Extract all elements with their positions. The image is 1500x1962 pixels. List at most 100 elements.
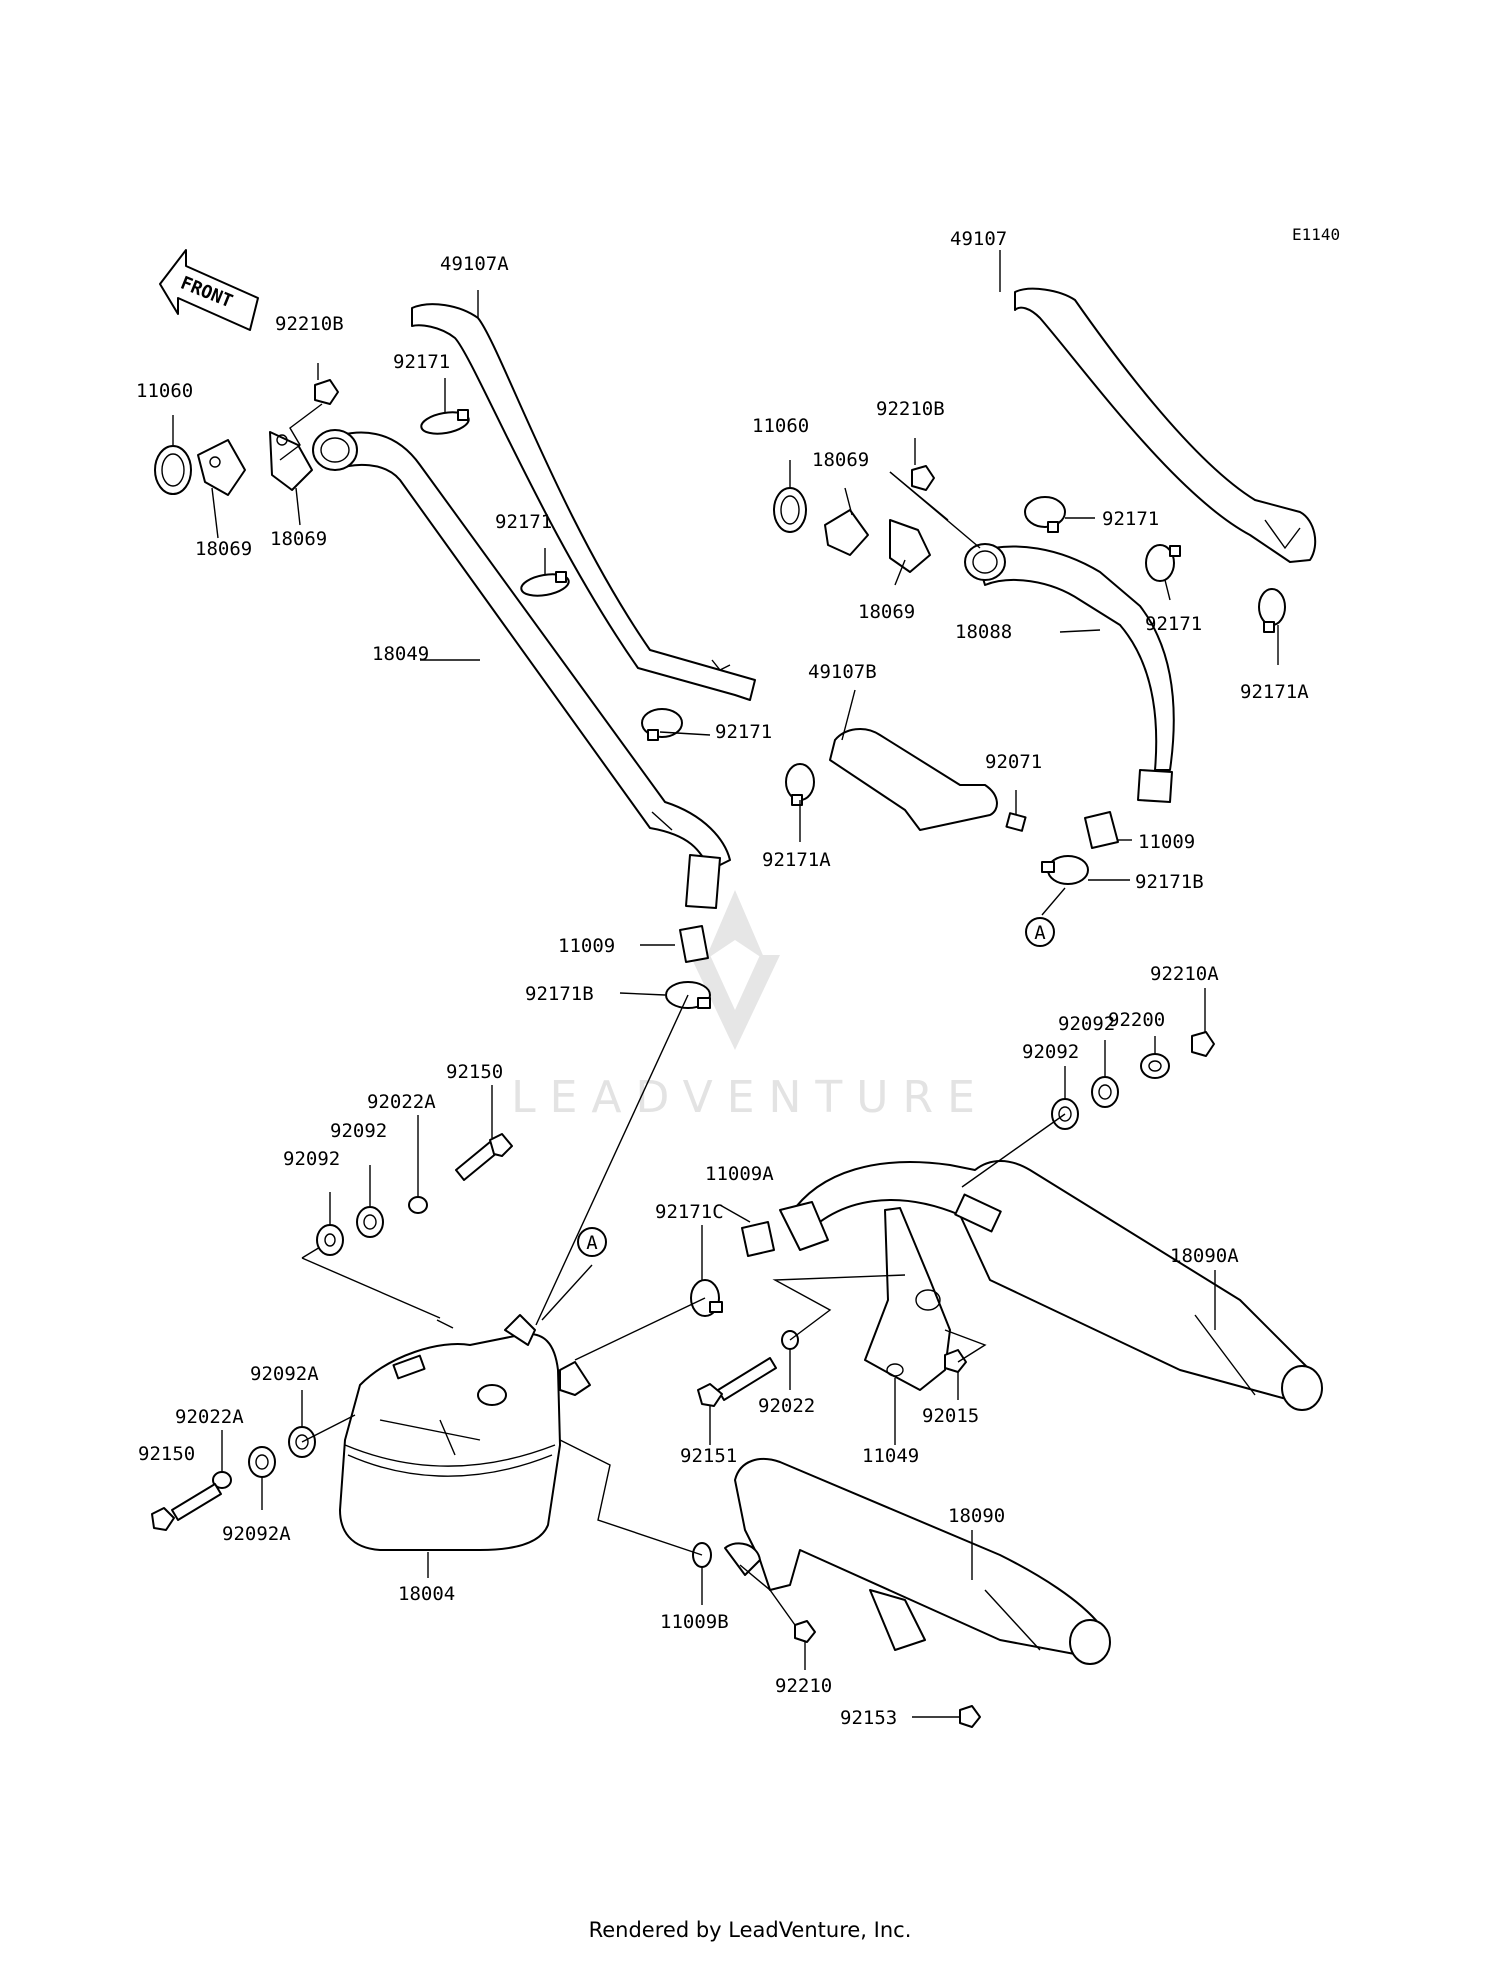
label-18049: 18049 — [372, 643, 429, 665]
flange-18069-left-b — [269, 431, 313, 491]
label-92092-t1: 92092 — [330, 1120, 387, 1142]
footer-credit: Rendered by LeadVenture, Inc. — [588, 1918, 912, 1942]
label-92171-c: 92171 — [715, 721, 772, 743]
label-11009A: 11009A — [705, 1163, 774, 1185]
watermark: LEADVENTURE — [511, 890, 989, 1123]
label-11060-left: 11060 — [136, 380, 193, 402]
label-92150-top: 92150 — [446, 1061, 503, 1083]
label-92092A-b: 92092A — [222, 1523, 291, 1545]
exhaust-pipe-18088 — [964, 543, 1175, 803]
label-11060-right: 11060 — [752, 415, 809, 437]
label-92171B-right: 92171B — [1135, 871, 1204, 893]
gasket-11009A — [741, 1221, 775, 1257]
flange-18069-right-a — [824, 509, 869, 556]
heat-shield-49107B — [829, 728, 998, 831]
label-92015: 92015 — [922, 1405, 979, 1427]
clamp-92171-d — [1024, 496, 1066, 533]
label-92171-e: 92171 — [1145, 613, 1202, 635]
watermark-text: LEADVENTURE — [511, 1072, 989, 1123]
clamp-92171A-b — [785, 763, 815, 806]
label-49107B: 49107B — [808, 661, 877, 683]
label-92151: 92151 — [680, 1445, 737, 1467]
washer-92022A-top — [408, 1196, 428, 1214]
gasket-11009-right — [1084, 811, 1119, 849]
label-92210A: 92210A — [1150, 963, 1219, 985]
watermark-flame-icon — [705, 890, 765, 960]
bolt-92153 — [959, 1705, 981, 1728]
label-49107A: 49107A — [440, 253, 509, 275]
clamp-92171-a — [420, 409, 470, 435]
callout-A-upper-text: A — [1034, 922, 1046, 944]
nut-92210A — [1191, 1031, 1215, 1057]
bolt-92150-bottom — [151, 1483, 222, 1531]
nut-92015 — [944, 1349, 967, 1373]
label-92171-d: 92171 — [1102, 508, 1159, 530]
label-92150-bottom: 92150 — [138, 1443, 195, 1465]
label-92071: 92071 — [985, 751, 1042, 773]
gasket-11009-left — [679, 925, 709, 963]
diagram-code: E1140 — [1292, 225, 1340, 244]
label-92022A-bottom: 92022A — [175, 1406, 244, 1428]
collar-92200 — [1140, 1053, 1170, 1079]
label-92171A-b: 92171A — [762, 849, 831, 871]
bolt-92150-top — [455, 1133, 513, 1181]
label-92200: 92200 — [1108, 1009, 1165, 1031]
label-92171-a: 92171 — [393, 351, 450, 373]
leader-lines — [172, 250, 1279, 1718]
label-92171B-left: 92171B — [525, 983, 594, 1005]
label-18090: 18090 — [948, 1505, 1005, 1527]
label-92022A-top: 92022A — [367, 1091, 436, 1113]
heat-shield-49107A — [411, 303, 756, 701]
part-labels: E1140 49107A 92210B 11060 92171 18069 18… — [136, 225, 1340, 1729]
flange-18069-left-a — [197, 439, 246, 496]
callout-A-upper: A — [1025, 917, 1055, 947]
label-92171-b: 92171 — [495, 511, 552, 533]
label-18069-b: 18069 — [270, 528, 327, 550]
label-18069-d: 18069 — [858, 601, 915, 623]
heat-shield-49107 — [1014, 287, 1317, 563]
flange-18069-right-b — [889, 519, 931, 573]
grommet-92092-t2 — [356, 1206, 384, 1238]
label-92153: 92153 — [840, 1707, 897, 1729]
label-18069-c: 18069 — [812, 449, 869, 471]
muffler-18004 — [339, 1314, 591, 1551]
label-92092-t2: 92092 — [283, 1148, 340, 1170]
callout-A-lower-text: A — [586, 1232, 598, 1254]
watermark-v-icon — [690, 955, 780, 1050]
front-arrow: FRONT — [159, 249, 259, 331]
label-92171C: 92171C — [655, 1201, 724, 1223]
label-92210B-right: 92210B — [876, 398, 945, 420]
label-92092-r2: 92092 — [1022, 1041, 1079, 1063]
gasket-11060-right — [773, 487, 807, 533]
muffler-18090A — [779, 1160, 1323, 1411]
label-11009B: 11009B — [660, 1611, 729, 1633]
label-92092A-a: 92092A — [250, 1363, 319, 1385]
grommet-92092A-b — [248, 1446, 276, 1478]
nut-92210 — [794, 1620, 816, 1643]
gasket-11060-left — [154, 445, 192, 495]
exhaust-pipe-18049 — [312, 429, 731, 909]
grommet-92092-r2 — [1091, 1076, 1119, 1108]
clamp-92171-b — [520, 571, 570, 597]
label-92171A-a: 92171A — [1240, 681, 1309, 703]
label-18088: 18088 — [955, 621, 1012, 643]
callout-A-lower: A — [577, 1227, 607, 1257]
nut-92210B-right — [911, 465, 935, 491]
clamp-92171A-a — [1258, 588, 1286, 633]
clamp-92171-c — [641, 708, 683, 741]
label-18004: 18004 — [398, 1583, 455, 1605]
bracket-11049 — [864, 1207, 951, 1391]
nut-92210B-left — [314, 379, 339, 405]
bolt-92151 — [697, 1357, 777, 1407]
label-92022: 92022 — [758, 1395, 815, 1417]
label-11049: 11049 — [862, 1445, 919, 1467]
label-49107: 49107 — [950, 228, 1007, 250]
damper-92071 — [1005, 812, 1027, 832]
label-18090A: 18090A — [1170, 1245, 1239, 1267]
grommet-92092-t1 — [316, 1224, 344, 1256]
label-11009-right: 11009 — [1138, 831, 1195, 853]
muffler-18090 — [724, 1458, 1111, 1665]
clamp-92171C — [690, 1279, 723, 1317]
clamp-92171-e — [1145, 544, 1181, 582]
